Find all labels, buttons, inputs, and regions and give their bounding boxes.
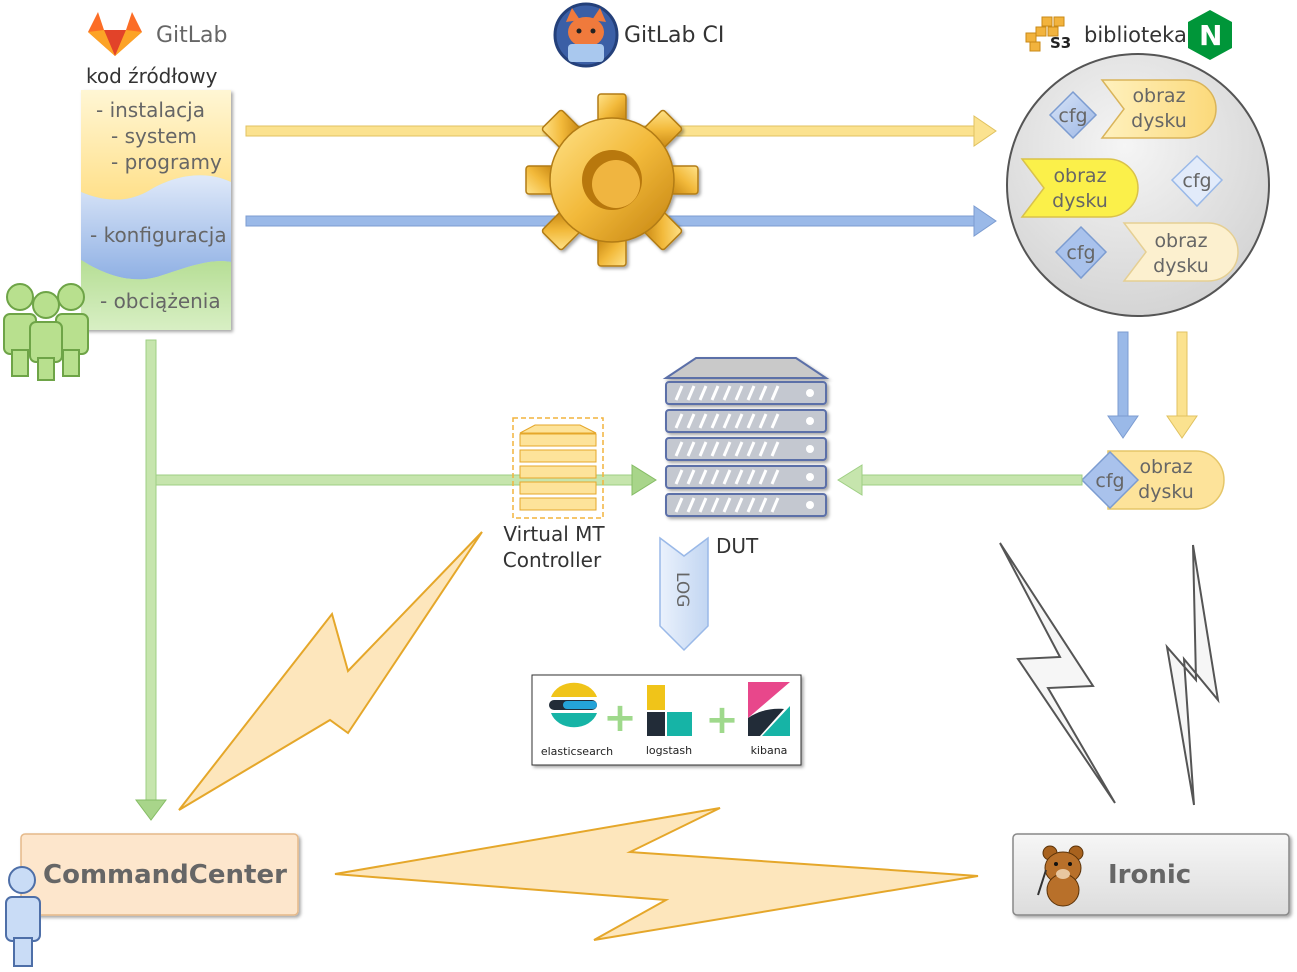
source-code-document	[81, 90, 231, 330]
source-item-installation: - instalacja	[96, 98, 205, 122]
log-arrow: LOG	[659, 536, 709, 652]
library-cfg-3: cfg	[1054, 225, 1108, 280]
log-label: LOG	[672, 572, 692, 607]
source-code-title: kod źródłowy	[86, 64, 218, 88]
lightning-ironic-2	[1165, 544, 1220, 806]
svg-text:dysku: dysku	[1052, 190, 1108, 212]
source-item-programs: - programy	[111, 150, 222, 174]
selected-disk-image: obraz dysku	[1107, 450, 1225, 510]
command-center-label: CommandCenter	[43, 860, 287, 890]
kibana-label: kibana	[751, 744, 788, 757]
s3-bucket-icon: S3	[1025, 16, 1071, 52]
vmt-label-line2: Controller	[503, 548, 602, 572]
gitlab-ci-label: GitLab CI	[624, 23, 724, 48]
virtual-mt-controller-icon	[512, 417, 604, 519]
blue-down-arrow	[1107, 331, 1139, 439]
lightning-ironic-1	[999, 542, 1116, 804]
selected-cfg: cfg	[1080, 450, 1140, 510]
svg-text:cfg: cfg	[1058, 105, 1087, 127]
gear-icon	[525, 93, 699, 267]
svg-text:obraz: obraz	[1139, 456, 1192, 478]
elk-plus-1: +	[603, 695, 637, 741]
library-cfg-1: cfg	[1048, 90, 1098, 140]
operator-user-icon	[5, 866, 41, 967]
elasticsearch-label: elasticsearch	[541, 745, 613, 758]
lightning-command-to-ironic	[334, 807, 979, 941]
library-disk-image-3: obraz dysku	[1122, 222, 1239, 282]
s3-label: S3	[1050, 34, 1071, 52]
lightning-vmt-to-command	[178, 531, 483, 811]
dut-server-icon	[662, 357, 830, 517]
green-image-to-dut-arrow	[837, 464, 1083, 496]
kibana-icon	[748, 682, 790, 736]
ironic-label: Ironic	[1108, 860, 1191, 890]
dut-label: DUT	[716, 534, 759, 558]
nginx-logo-icon: N	[1188, 10, 1232, 60]
users-group-icon	[3, 283, 89, 381]
yellow-down-arrow	[1166, 331, 1198, 439]
library-disk-image-2: obraz dysku	[1020, 158, 1139, 218]
elasticsearch-icon	[549, 682, 597, 728]
source-item-workloads: - obciążenia	[100, 289, 221, 313]
svg-text:dysku: dysku	[1153, 255, 1209, 277]
vmt-label-line1: Virtual MT	[503, 522, 605, 546]
green-doc-line	[135, 339, 657, 821]
logstash-icon	[647, 685, 692, 736]
svg-text:cfg: cfg	[1066, 242, 1095, 264]
svg-text:obraz: obraz	[1132, 85, 1185, 107]
gitlab-logo-icon	[88, 12, 142, 56]
svg-text:cfg: cfg	[1095, 470, 1124, 492]
svg-text:obraz: obraz	[1154, 230, 1207, 252]
source-item-configuration: - konfiguracja	[90, 223, 227, 247]
logstash-label: logstash	[646, 744, 692, 757]
library-label: biblioteka	[1084, 23, 1187, 47]
svg-text:dysku: dysku	[1138, 481, 1194, 503]
svg-text:obraz: obraz	[1053, 165, 1106, 187]
svg-text:dysku: dysku	[1131, 110, 1187, 132]
nginx-letter: N	[1199, 19, 1222, 52]
svg-text:cfg: cfg	[1182, 170, 1211, 192]
library-disk-image-1: obraz dysku	[1100, 79, 1217, 139]
gitlab-ci-fox-icon	[553, 2, 619, 68]
ironic-bear-icon	[1037, 845, 1084, 907]
source-item-system: - system	[111, 124, 197, 148]
gitlab-label: GitLab	[156, 23, 228, 48]
library-cfg-2: cfg	[1170, 154, 1224, 208]
elk-plus-2: +	[705, 697, 739, 743]
